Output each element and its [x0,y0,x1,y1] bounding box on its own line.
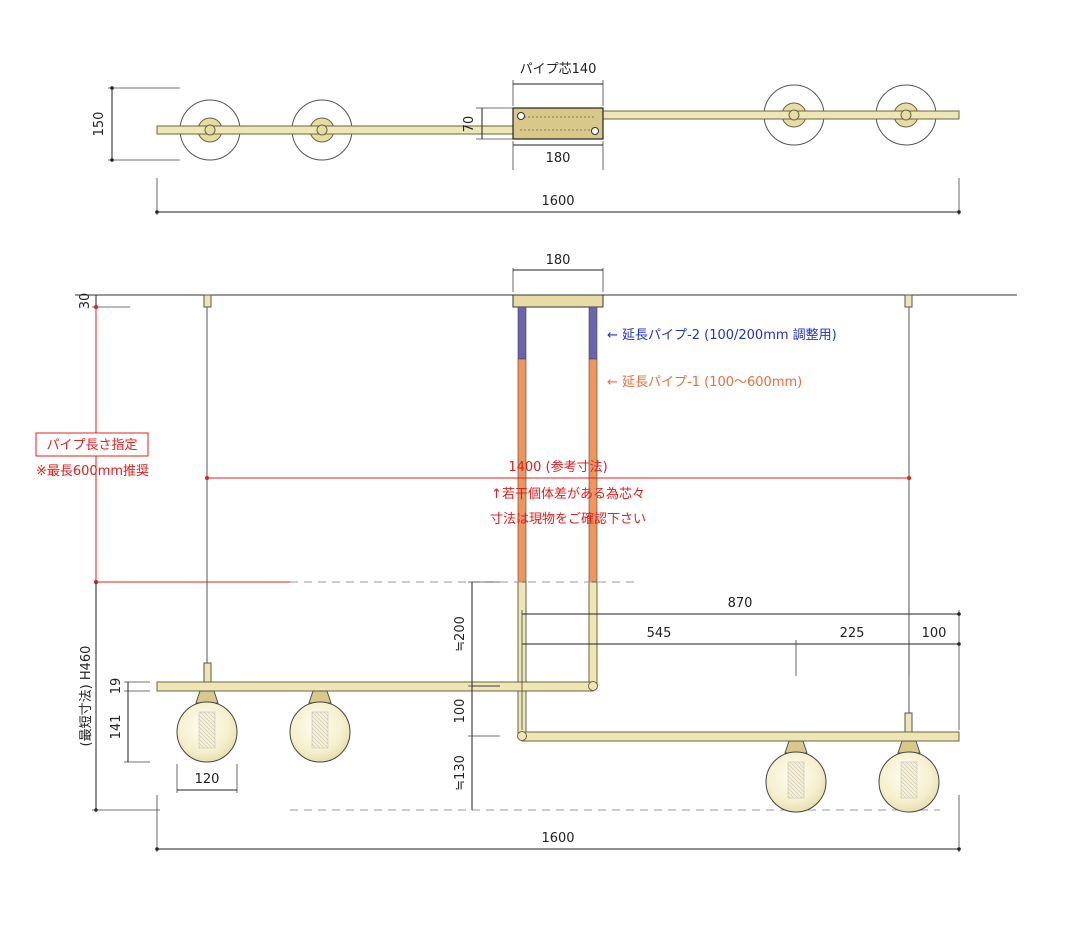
extension-pipe-2-label: ← 延長パイプ-2 (100/200mm 調整用) [607,328,837,343]
left-bar-assembly [156,662,598,763]
dim-225-label: 225 [840,626,865,641]
reference-dim-label: 1400 (参考寸法) [508,459,607,475]
front-canopy-dimension: 180 [512,253,604,292]
dim-100-right-label: 100 [922,626,947,641]
left-side-dimensions: 19 141 [109,678,150,763]
reference-dimension: 1400 (参考寸法) ↑若干個体差がある為芯々 寸法は現物をご確認下さい [205,459,911,527]
front-total-dimension: 1600 [155,795,961,852]
top-height-label: 150 [92,112,107,137]
front-canopy-width-label: 180 [546,253,571,268]
dim-141-label: 141 [109,715,124,740]
ceiling-gap-label: 30 [78,293,93,310]
right-horizontal-dimensions: 870 545 225 100 [521,596,961,730]
min-height-dimension: (最短寸法) H460 [79,582,160,812]
dim-19-label: 19 [109,678,124,695]
front-canopy [512,294,604,308]
note-line-2: 寸法は現物をご確認下さい [490,511,646,527]
bracket-depth-label: 70 [462,116,477,133]
dim-870-label: 870 [728,596,753,611]
bracket-depth-dimension: 70 [462,107,513,140]
top-total-dimension: 1600 [155,178,961,215]
top-canopy [512,107,604,140]
middle-vertical-dimensions: ≒200 100 ≒130 [453,581,500,810]
dim-545-label: 545 [647,626,672,641]
globe-width-label: 120 [195,772,220,787]
dim-100-mid-label: 100 [453,699,468,724]
ceiling-gap-dimension: 30 [78,293,130,310]
note-line-1: ↑若干個体差がある為芯々 [491,486,645,502]
top-view: 150 [92,62,961,215]
right-bar-assembly [517,712,960,813]
top-canopy-dimension: 180 [512,141,604,170]
top-canopy-width-label: 180 [546,151,571,166]
pipe-center-dimension: パイプ芯140 [512,62,604,106]
globe-width-dimension: 120 [176,764,238,793]
dim-130-label: ≒130 [453,755,468,791]
pipe-center-label: パイプ芯140 [520,62,597,77]
dim-200-label: ≒200 [453,616,468,652]
extension-pipe-1-label: ← 延長パイプ-1 (100〜600mm) [607,375,802,390]
min-height-label: (最短寸法) H460 [79,646,94,747]
pipe-length-annotation: パイプ長さ指定 ※最長600mm推奨 [35,305,290,584]
pipe-length-box-label: パイプ長さ指定 [46,438,137,453]
front-total-width-label: 1600 [541,831,574,846]
top-height-dimension: 150 [92,86,180,162]
top-total-width-label: 1600 [541,194,574,209]
front-view: 180 30 ← 延長パイプ-2 (100/200mm 調整用) ← 延長パイプ… [35,253,1017,852]
max-length-note: ※最長600mm推奨 [36,464,149,479]
